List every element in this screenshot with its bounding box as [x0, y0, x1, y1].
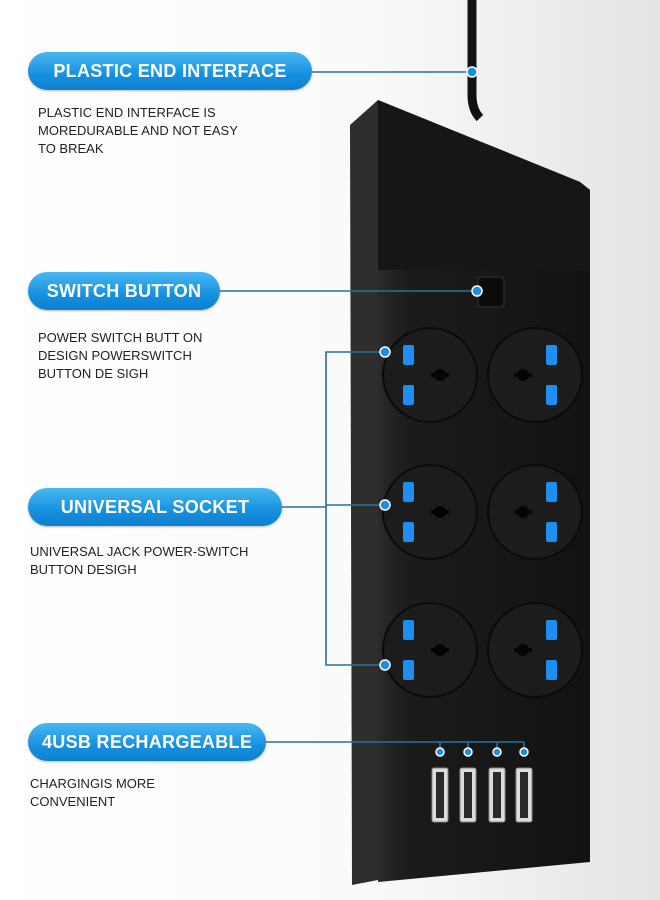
strip-side	[350, 100, 378, 885]
usb-port	[431, 767, 449, 823]
usb-port	[488, 767, 506, 823]
desc-line: BUTTON DE SIGH	[38, 366, 149, 381]
universal-socket	[382, 602, 478, 698]
desc-line: DESIGN POWERSWITCH	[38, 348, 192, 363]
strip-top-panel	[378, 100, 590, 270]
desc-line: MOREDURABLE AND NOT EASY	[38, 123, 238, 138]
callout-desc-plastic-end: PLASTIC END INTERFACE IS MOREDURABLE AND…	[38, 104, 238, 158]
callout-title-switch: SWITCH BUTTON	[28, 272, 220, 310]
callout-title-plastic-end: PLASTIC END INTERFACE	[28, 52, 312, 90]
universal-socket	[487, 464, 583, 560]
desc-line: CONVENIENT	[30, 794, 116, 809]
desc-line: CHARGINGIS MORE	[30, 776, 155, 791]
callout-title-usb: 4USB RECHARGEABLE	[28, 723, 267, 761]
callout-dots	[379, 66, 529, 757]
universal-socket	[382, 464, 478, 560]
universal-socket	[487, 327, 583, 423]
callout-desc-switch: POWER SWITCH BUTT ON DESIGN POWERSWITCH …	[38, 329, 202, 383]
usb-port	[459, 767, 477, 823]
universal-socket	[382, 327, 478, 423]
callout-desc-universal-socket: UNIVERSAL JACK POWER-SWITCH BUTTON DESIG…	[30, 543, 248, 579]
callout-title-universal-socket: UNIVERSAL SOCKET	[28, 488, 282, 526]
desc-line: UNIVERSAL JACK POWER-SWITCH	[30, 544, 249, 559]
usb-port	[515, 767, 533, 823]
callout-desc-usb: CHARGINGIS MORE CONVENIENT	[30, 775, 155, 811]
desc-line: PLASTIC END INTERFACE IS	[38, 105, 216, 120]
desc-line: POWER SWITCH BUTT ON	[38, 330, 203, 345]
power-cable	[467, 0, 484, 122]
callout-lines	[220, 71, 525, 752]
desc-line: BUTTON DESIGH	[30, 562, 137, 577]
universal-socket	[487, 602, 583, 698]
desc-line: TO BREAK	[38, 141, 104, 156]
